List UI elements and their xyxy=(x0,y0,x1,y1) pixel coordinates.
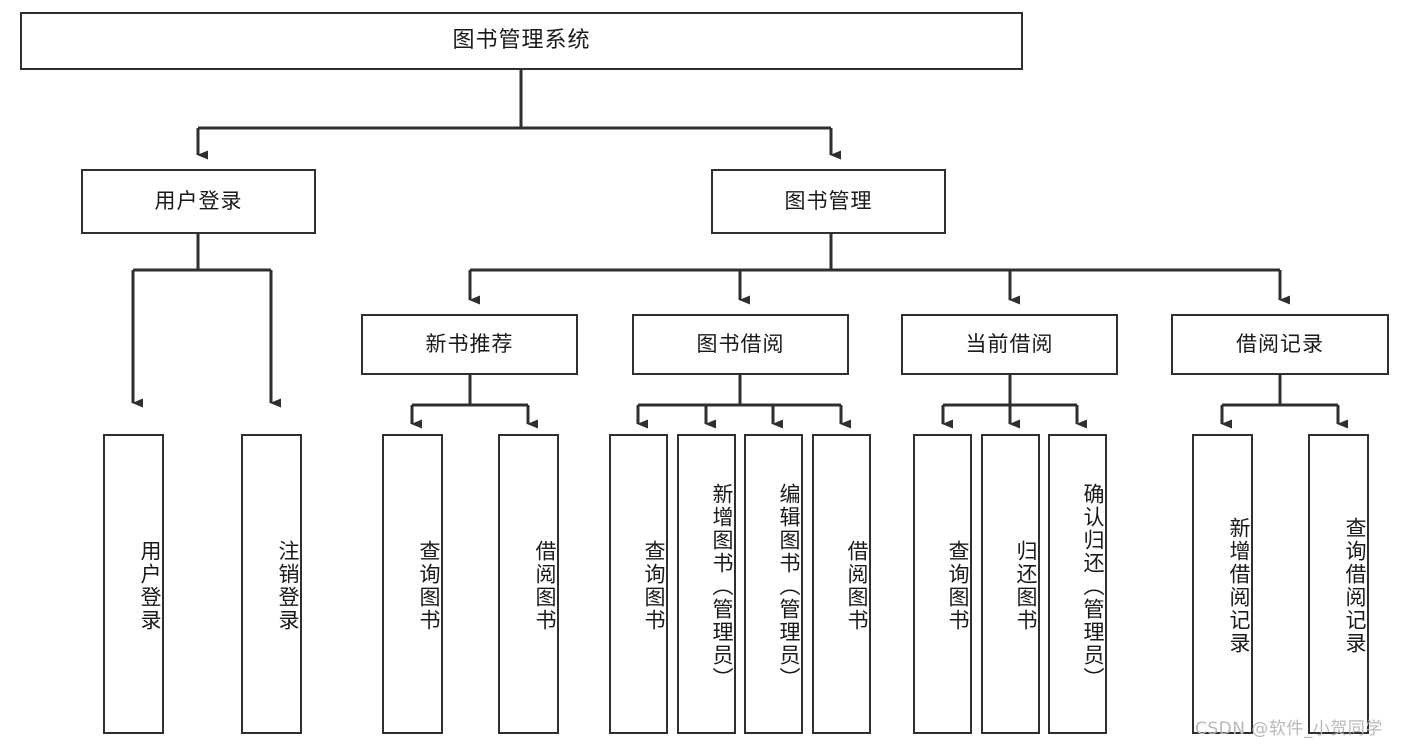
node-label: 借阅图书 xyxy=(533,540,557,632)
node-leaf-edit-book[interactable]: 编辑图书（管理员） xyxy=(744,434,803,734)
node-label: 查询图书 xyxy=(642,540,666,632)
node-book-management[interactable]: 图书管理 xyxy=(711,169,946,234)
node-leaf-query-book-1[interactable]: 查询图书 xyxy=(382,434,443,734)
node-leaf-add-borrow-record[interactable]: 新增借阅记录 xyxy=(1192,434,1253,734)
node-leaf-logout-login[interactable]: 注销登录 xyxy=(241,434,302,734)
node-leaf-borrow-book-1[interactable]: 借阅图书 xyxy=(498,434,559,734)
node-user-login[interactable]: 用户登录 xyxy=(81,169,316,234)
node-label: 当前借阅 xyxy=(965,331,1054,356)
node-label: 编辑图书（管理员） xyxy=(777,482,801,690)
node-label: 新增借阅记录 xyxy=(1227,517,1251,655)
node-current-borrow[interactable]: 当前借阅 xyxy=(901,314,1118,375)
node-label: 新增图书（管理员） xyxy=(710,482,734,690)
node-new-book-recommend[interactable]: 新书推荐 xyxy=(361,314,578,375)
node-leaf-query-borrow-record[interactable]: 查询借阅记录 xyxy=(1308,434,1369,734)
node-leaf-user-login[interactable]: 用户登录 xyxy=(103,434,164,734)
node-leaf-query-book-3[interactable]: 查询图书 xyxy=(913,434,972,734)
node-label: 确认归还（管理员） xyxy=(1081,482,1105,690)
node-leaf-borrow-book-2[interactable]: 借阅图书 xyxy=(812,434,871,734)
node-leaf-add-book[interactable]: 新增图书（管理员） xyxy=(677,434,736,734)
node-label: 用户登录 xyxy=(154,188,243,213)
node-root-title[interactable]: 图书管理系统 xyxy=(20,12,1023,70)
node-label: 查询图书 xyxy=(417,540,441,632)
node-leaf-return-book[interactable]: 归还图书 xyxy=(981,434,1040,734)
node-label: 借阅记录 xyxy=(1236,331,1324,356)
node-label: 查询借阅记录 xyxy=(1343,517,1367,655)
node-book-borrow[interactable]: 图书借阅 xyxy=(632,314,849,375)
node-label: 注销登录 xyxy=(276,540,300,632)
node-label: 图书借阅 xyxy=(696,331,785,356)
node-label: 用户登录 xyxy=(138,540,162,632)
node-leaf-query-book-2[interactable]: 查询图书 xyxy=(609,434,668,734)
node-label: 查询图书 xyxy=(946,540,970,632)
watermark-text: CSDN @软件_小贺同学 xyxy=(1195,719,1383,739)
node-label: 新书推荐 xyxy=(425,331,514,356)
node-borrow-record[interactable]: 借阅记录 xyxy=(1171,314,1389,375)
node-label: 图书管理系统 xyxy=(452,27,591,53)
node-leaf-confirm-return[interactable]: 确认归还（管理员） xyxy=(1048,434,1107,734)
node-label: 归还图书 xyxy=(1014,540,1038,632)
node-label: 图书管理 xyxy=(784,188,873,213)
node-label: 借阅图书 xyxy=(845,540,869,632)
